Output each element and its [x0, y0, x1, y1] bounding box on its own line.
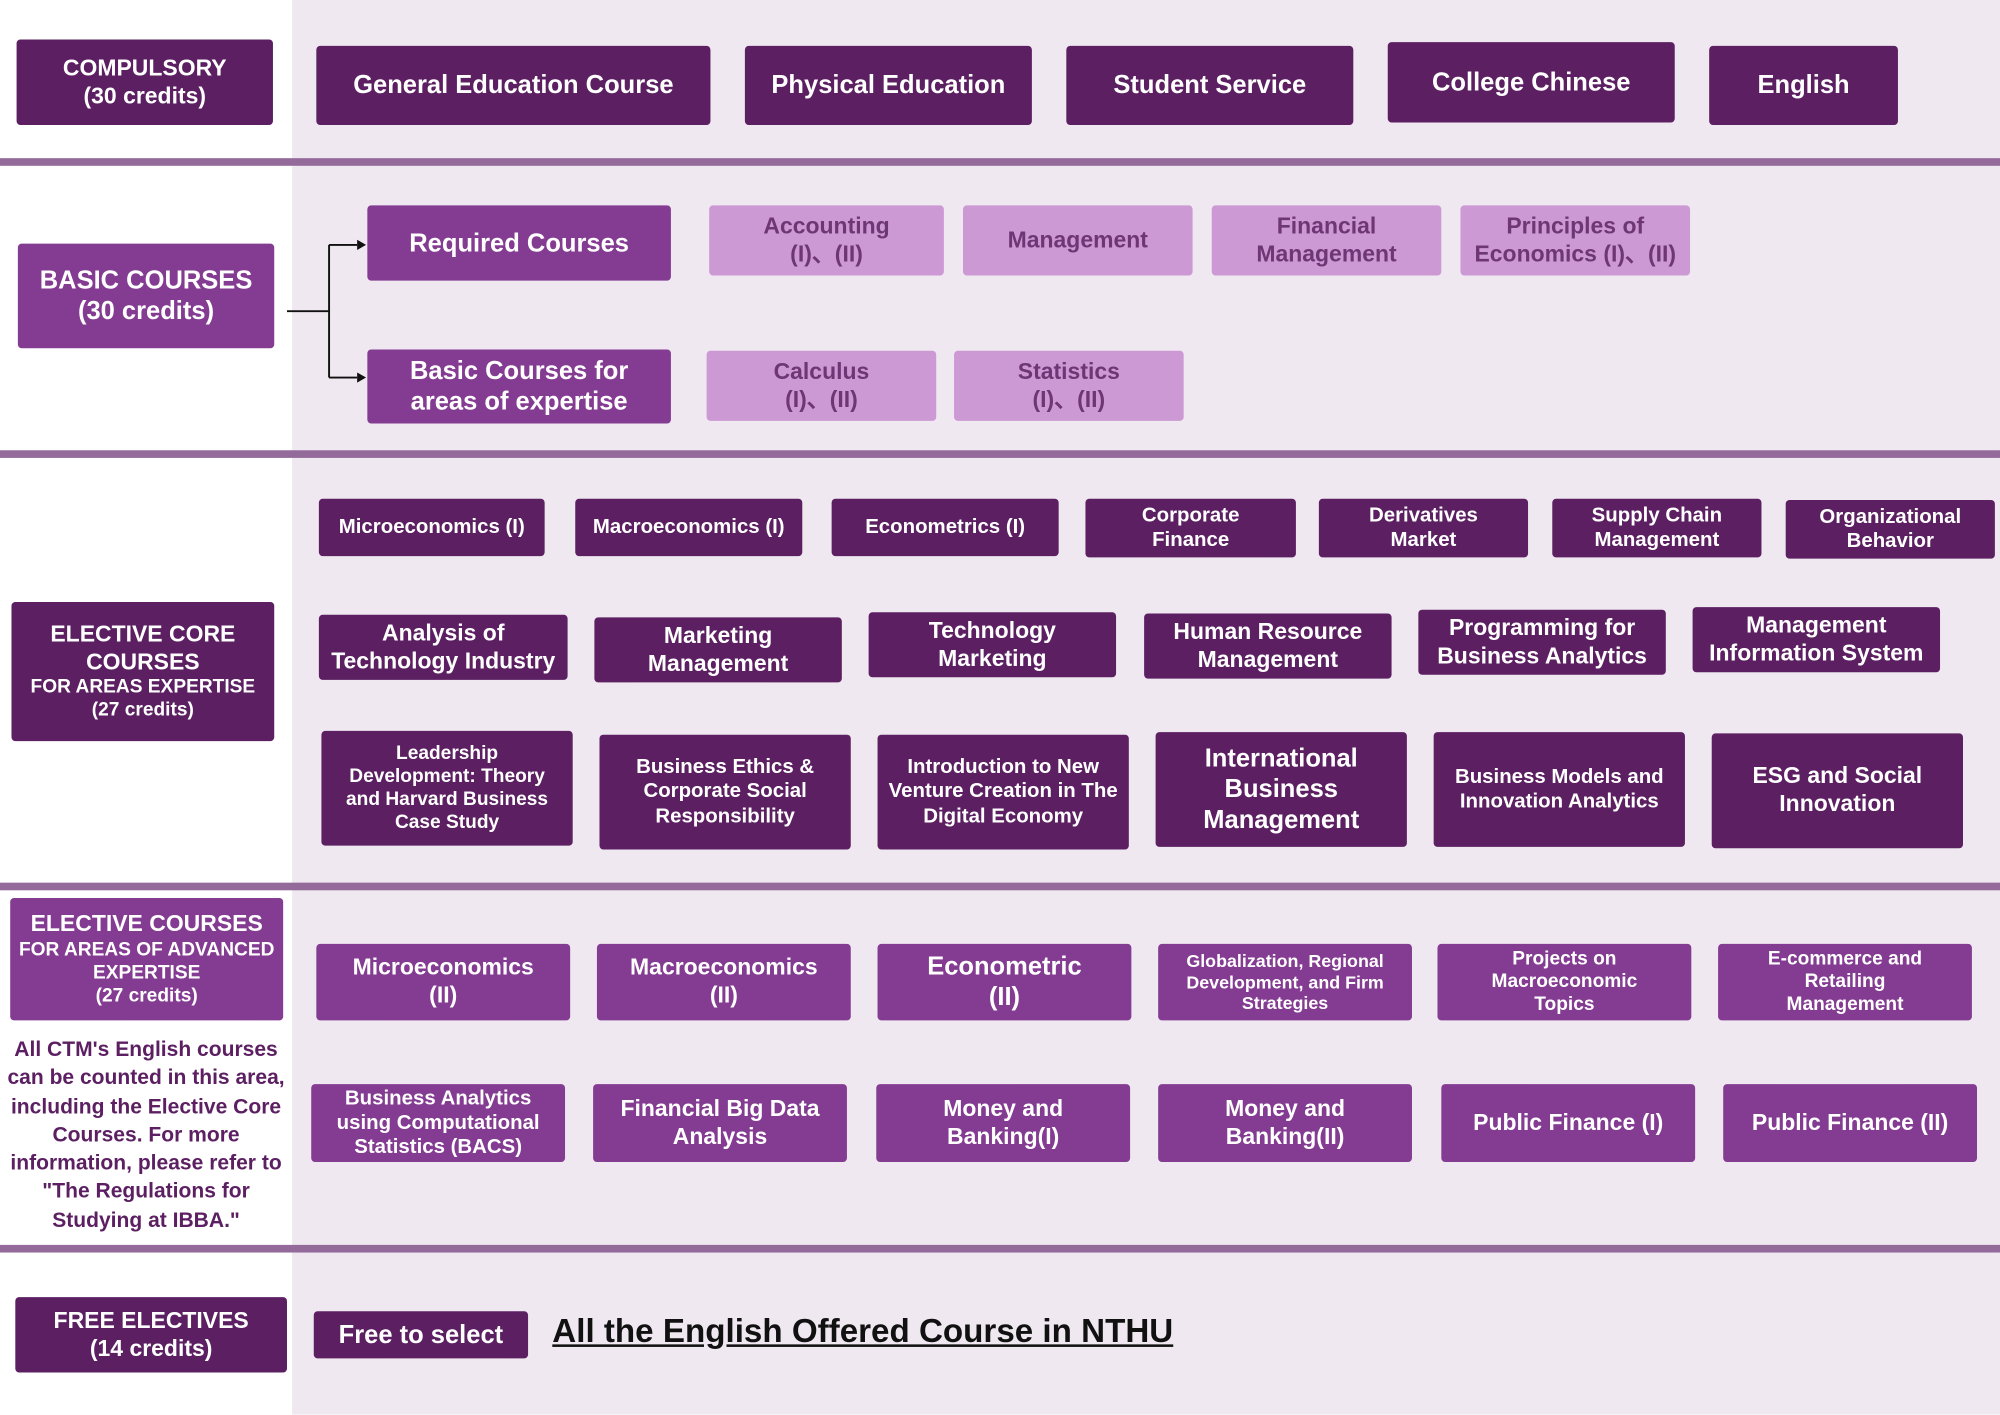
course-card: Derivatives Market — [1318, 498, 1529, 558]
required-courses-box: Required Courses — [367, 205, 671, 281]
course-english: English — [1709, 45, 1898, 125]
course-card: Supply Chain Management — [1552, 498, 1762, 558]
course-card: Public Finance (I) — [1441, 1084, 1696, 1162]
course-card: E-commerce and Retailing Management — [1718, 943, 1972, 1021]
course-card: ESG and Social Innovation — [1711, 733, 1963, 849]
course-card: Organizational Behavior — [1785, 499, 1995, 559]
course-card: Macroeconomics (II) — [596, 943, 851, 1021]
elective-core-subtitle: FOR AREAS EXPERTISE (27 credits) — [30, 676, 256, 721]
basic-courses-label: BASIC COURSES (30 credits) — [17, 243, 275, 349]
course-card: Public Finance (II) — [1723, 1084, 1978, 1162]
section-divider — [0, 882, 2000, 891]
course-management: Management — [963, 205, 1193, 276]
course-card: Analysis of Technology Industry — [318, 614, 568, 680]
elective-core-title: ELECTIVE CORE COURSES — [50, 621, 236, 675]
course-statistics: Statistics (I)、(II) — [954, 350, 1184, 421]
course-card: International Business Management — [1155, 732, 1407, 847]
course-card: Introduction to New Venture Creation in … — [877, 734, 1129, 850]
course-physical-education: Physical Education — [744, 45, 1032, 125]
elective-courses-label: ELECTIVE COURSES FOR AREAS OF ADVANCED E… — [10, 897, 284, 1021]
course-student-service: Student Service — [1066, 45, 1354, 125]
section-divider — [0, 450, 2000, 458]
course-principles-economics: Principles of Economics (I)、(II) — [1460, 205, 1691, 276]
elective-subtitle: FOR AREAS OF ADVANCED EXPERTISE (27 cred… — [18, 938, 275, 1007]
elective-note: All CTM's English courses can be counted… — [7, 1038, 285, 1232]
course-card: Business Models and Innovation Analytics — [1433, 732, 1685, 847]
section-divider — [0, 158, 2000, 166]
free-to-select-badge: Free to select — [313, 1311, 529, 1359]
course-card: Microeconomics (II) — [316, 943, 571, 1021]
course-card: Money and Banking(II) — [1158, 1084, 1412, 1162]
course-card: Projects on Macroeconomic Topics — [1437, 943, 1692, 1021]
course-card: Corporate Finance — [1085, 498, 1296, 558]
course-card: Business Analytics using Computational S… — [311, 1084, 566, 1162]
course-general-education: General Education Course — [316, 45, 711, 125]
course-card: Macroeconomics (I) — [575, 498, 803, 557]
course-card: Microeconomics (I) — [318, 498, 545, 557]
course-card: Econometric (II) — [877, 943, 1132, 1021]
course-card: Management Information System — [1692, 607, 1941, 673]
basic-areas-box: Basic Courses for areas of expertise — [367, 349, 671, 424]
course-card: Marketing Management — [594, 617, 842, 683]
course-card: Financial Big Data Analysis — [593, 1084, 847, 1162]
english-courses-link[interactable]: All the English Offered Course in NTHU — [552, 1311, 1174, 1350]
course-card: Programming for Business Analytics — [1418, 609, 1666, 675]
course-calculus: Calculus (I)、(II) — [706, 350, 937, 421]
course-card: Technology Marketing — [868, 612, 1117, 678]
course-card: Business Ethics & Corporate Social Respo… — [599, 734, 851, 850]
course-financial-management: Financial Management — [1211, 205, 1442, 276]
course-card: Leadership Development: Theory and Harva… — [321, 730, 573, 846]
elective-core-label: ELECTIVE CORE COURSES FOR AREAS EXPERTIS… — [11, 602, 275, 742]
course-accounting: Accounting (I)、(II) — [709, 205, 944, 276]
connector-arrows — [286, 239, 367, 383]
compulsory-label: COMPULSORY (30 credits) — [16, 39, 273, 125]
course-card: Globalization, Regional Development, and… — [1158, 943, 1412, 1021]
elective-title: ELECTIVE COURSES — [30, 910, 263, 937]
free-electives-label: FREE ELECTIVES (14 credits) — [15, 1297, 287, 1373]
course-card: Econometrics (I) — [831, 498, 1059, 557]
course-college-chinese: College Chinese — [1387, 42, 1675, 123]
section-divider — [0, 1244, 2000, 1253]
course-card: Money and Banking(I) — [876, 1084, 1131, 1162]
course-card: Human Resource Management — [1144, 613, 1392, 679]
